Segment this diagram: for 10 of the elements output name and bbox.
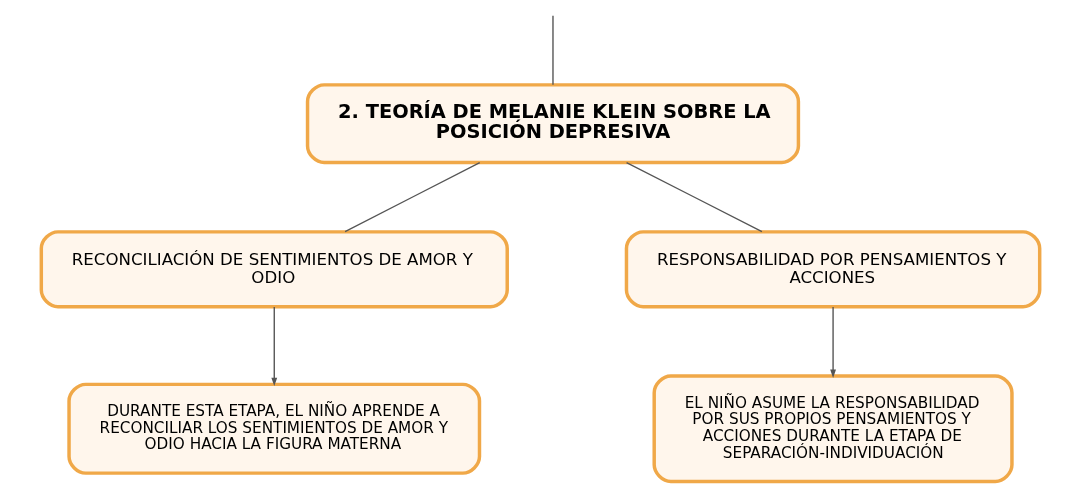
node-box: DURANTE ESTA ETAPA, EL NIÑO APRENDE A RECONCILIAR LOS SENTIMIENTOS DE AMOR Y ODIO HACIA LA FIGURA MATERNA — [67, 382, 482, 475]
connector — [344, 161, 481, 232]
connector — [625, 161, 763, 232]
connector — [552, 14, 554, 85]
node-box: RECONCILIACIÓN DE SENTIMIENTOS DE AMOR Y ODIO — [39, 229, 509, 308]
node-box: EL NIÑO ASUME LA RESPONSABILIDAD POR SUS PROPIOS PENSAMIENTOS Y ACCIONES DURANTE LA ETAPA DE SEPARACIÓN-INDIVIDUACIÓN — [652, 373, 1014, 483]
node-box: RESPONSABILIDAD POR PENSAMIENTOS Y ACCIONES — [624, 229, 1042, 308]
arrow — [271, 305, 278, 386]
node-box: 2. TEORÍA DE MELANIE KLEIN SOBRE LA POSICIÓN DEPRESIVA — [305, 82, 801, 164]
arrow — [830, 305, 836, 378]
